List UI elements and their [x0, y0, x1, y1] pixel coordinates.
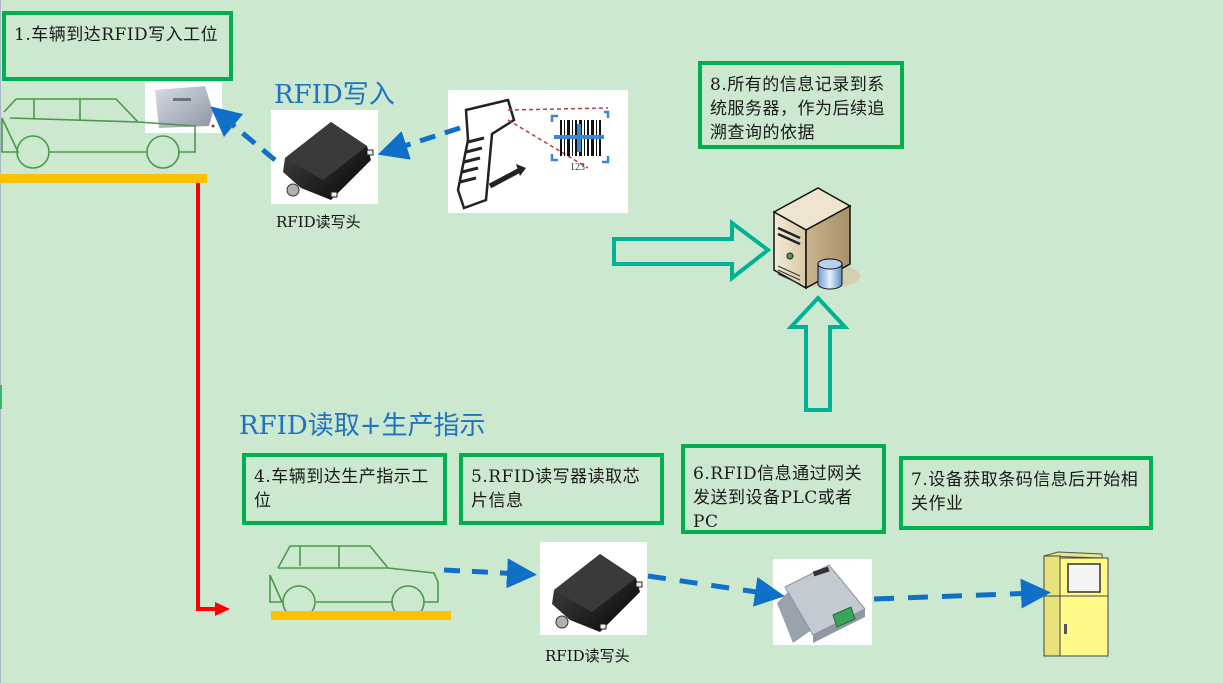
step-6-text: 6.RFID信息通过网关发送到设备PLC或者PC: [693, 464, 863, 532]
car-top-icon: [1, 98, 196, 169]
dashed-arrow-scanner-to-reader: [377, 125, 461, 160]
step-7-box: 7.设备获取条码信息后开始相关作业: [899, 456, 1153, 530]
dashed-arrow-reader-to-tag: [210, 106, 277, 162]
barcode-scanner-image: 123: [448, 90, 628, 213]
rfid-read-production-title: RFID读取+生产指示: [239, 411, 486, 441]
rfid-reader-bottom-image: [540, 542, 647, 635]
step-4-box: 4.车辆到达生产指示工位: [242, 453, 447, 525]
platform-bottom: [271, 611, 451, 620]
step-1-text: 1.车辆到达RFID写入工位: [14, 25, 219, 45]
red-flow-arrow: [196, 183, 230, 616]
server-icon: [772, 187, 860, 290]
reader-top-caption: RFID读写头: [276, 213, 361, 231]
rfid-reader-icon: [552, 554, 643, 632]
left-edge-line: [0, 0, 1, 683]
serial-gateway-icon: [777, 564, 866, 643]
step-8-text: 8.所有的信息记录到系统服务器，作为后续追溯查询的依据: [710, 75, 885, 143]
left-edge-marker: [0, 385, 2, 409]
step-5-box: 5.RFID读写器读取芯片信息: [459, 453, 664, 525]
car-bottom-icon: [269, 545, 439, 619]
reader-bottom-caption: RFID读写头: [545, 647, 630, 665]
dashed-arrow-car-to-reader: [443, 558, 537, 589]
platform-top: [0, 174, 207, 183]
step-4-text: 4.车辆到达生产指示工位: [254, 467, 429, 511]
step-1-box: 1.车辆到达RFID写入工位: [2, 11, 233, 81]
step-5-text: 5.RFID读写器读取芯片信息: [471, 467, 641, 511]
barcode-number: 123: [570, 162, 585, 173]
dashed-arrow-reader-to-gateway: [647, 573, 785, 607]
step-8-box: 8.所有的信息记录到系统服务器，作为后续追溯查询的依据: [698, 61, 904, 149]
dashed-arrow-gateway-to-cabinet: [873, 578, 1051, 609]
step-6-box: 6.RFID信息通过网关发送到设备PLC或者PC: [681, 444, 886, 534]
gateway-image: [773, 559, 872, 645]
barcode-scanner-icon: 123: [456, 98, 610, 210]
control-cabinet-icon: [1043, 551, 1109, 657]
rfid-write-title: RFID写入: [274, 80, 395, 110]
rfid-reader-icon: [283, 122, 374, 200]
step-7-text: 7.设备获取条码信息后开始相关作业: [911, 470, 1139, 514]
hollow-arrow-up-to-server: [786, 295, 850, 412]
hollow-arrow-to-server: [612, 219, 772, 283]
rfid-reader-top-image: [271, 110, 378, 204]
